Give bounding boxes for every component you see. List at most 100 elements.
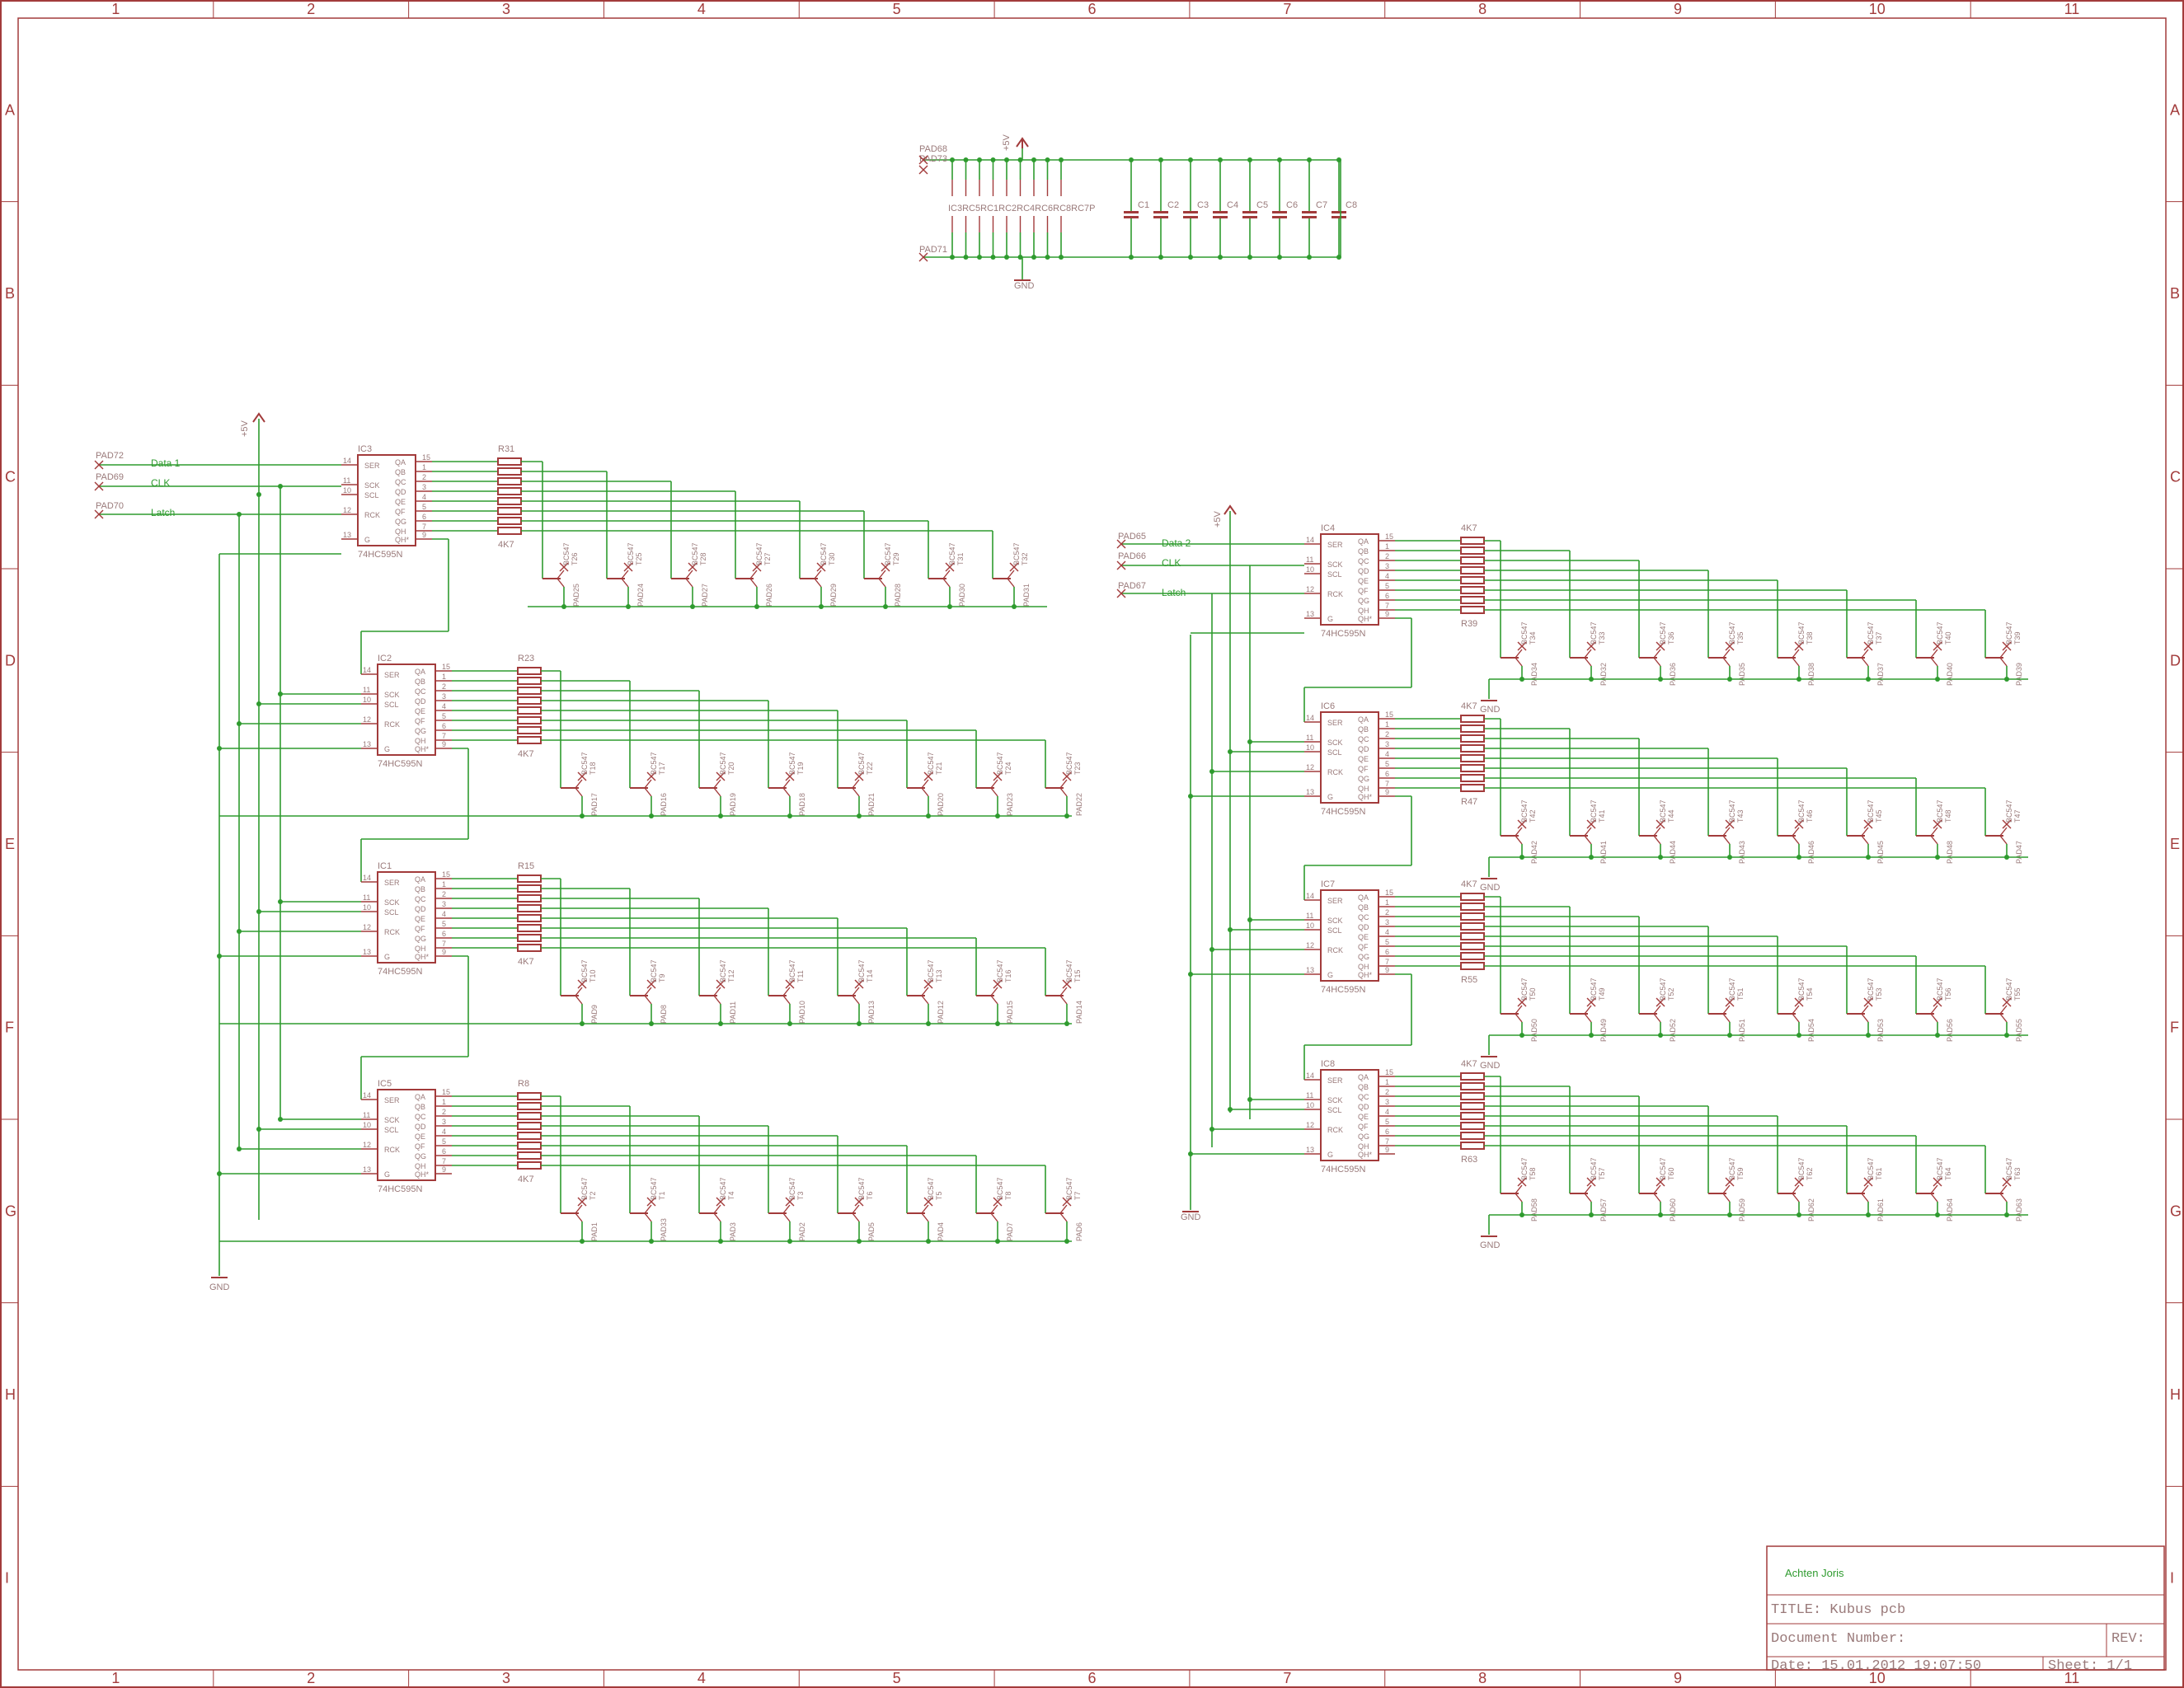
pad-cross: [1116, 539, 1126, 549]
transistor-pad-cross: [1933, 997, 1942, 1007]
junction-dot: [1004, 157, 1009, 162]
author-text: Achten Joris: [1785, 1567, 1844, 1579]
transistor-emitter: [852, 1212, 860, 1222]
chip-pin-number: 4: [442, 702, 446, 710]
transistor-part-label: BC547: [1065, 1177, 1073, 1200]
transistor-emitter: [990, 995, 998, 1005]
junction-dot: [1307, 255, 1312, 260]
chip-pin-name: RCK: [364, 511, 380, 519]
chip-pin-name: QG: [1358, 597, 1369, 605]
transistor-ref-T25: T25: [635, 552, 643, 565]
capacitor-plate: [1302, 216, 1317, 218]
chip-pin-name: SCL: [384, 908, 399, 917]
transistor-pad-cross: [1933, 819, 1942, 829]
resistor: [1460, 596, 1485, 604]
zone-row-D: D: [5, 652, 16, 668]
junction-dot: [963, 255, 969, 260]
transistor-part-label: BC547: [1797, 978, 1806, 1001]
transistor-emitter: [921, 995, 929, 1005]
resistor: [1460, 912, 1485, 921]
resistor: [517, 1092, 542, 1100]
transistor-collector: [1007, 570, 1015, 579]
resistor-ref-top: R31: [498, 444, 514, 454]
transistor-emitter: [852, 787, 860, 797]
zone-col-1: 1: [111, 1, 120, 17]
pad-label-PAD16: PAD16: [660, 793, 668, 816]
resistor-ref-top: 4K7: [1461, 879, 1477, 889]
chip-pin-number: 3: [422, 483, 426, 491]
pad-label-PAD1: PAD1: [590, 1222, 599, 1241]
transistor-part-label: BC547: [1065, 959, 1073, 982]
transistor-ref-T51: T51: [1736, 987, 1745, 1001]
transistor-ref-T13: T13: [935, 969, 943, 982]
pad-label-PAD40: PAD40: [1946, 663, 1954, 686]
transistor-pad-cross: [1586, 1177, 1596, 1187]
transistor-part-label: BC547: [927, 959, 935, 982]
transistor-emitter: [713, 1212, 721, 1222]
transistor-part-label: BC547: [1728, 621, 1736, 645]
right-gnd-label: GND: [1181, 1212, 1201, 1222]
right-driver-block-IC4: IC474HC595NSER14SCK11SCL10RCK12G13QA15QB…: [1303, 523, 2028, 722]
transistor-emitter: [749, 578, 758, 588]
pad-label-PAD64: PAD64: [1946, 1198, 1954, 1221]
chip-pin-number: 11: [363, 893, 370, 902]
capacitor-plate: [1213, 216, 1228, 218]
left-driver-blocks: IC374HC595NSER14SCK11SCL10RCK12G13QA15QB…: [94, 412, 1083, 1278]
chip-pin-number: 10: [363, 1121, 371, 1129]
transistor-emitter: [1059, 1212, 1068, 1222]
resistor: [1460, 784, 1485, 792]
chip-pin-name: QG: [1358, 775, 1369, 783]
transistor-collector: [1722, 1005, 1731, 1015]
transistor-pad-cross: [1656, 997, 1665, 1007]
junction-dot: [1059, 255, 1064, 260]
pad-label-PAD4: PAD4: [937, 1222, 945, 1241]
transistor-ref-T40: T40: [1944, 631, 1952, 645]
transistor-collector: [1722, 1184, 1731, 1194]
transistor-ref-T57: T57: [1598, 1167, 1606, 1180]
junction-dot: [1277, 255, 1282, 260]
resistor: [517, 736, 542, 744]
transistor-collector: [1930, 827, 1938, 837]
capacitor-label-C5: C5: [1256, 200, 1268, 210]
transistor-collector: [1930, 1184, 1938, 1194]
title-block: Achten Joris TITLE: Kubus pcb Document N…: [1766, 1545, 2165, 1674]
right-driver-block-IC7: IC774HC595NSER14SCK11SCL10RCK12G13QA15QB…: [1303, 879, 2028, 1080]
transistor-pad-cross: [716, 771, 726, 781]
resistor: [497, 507, 522, 515]
resistor: [1460, 1122, 1485, 1130]
left-driver-block-IC2: IC274HC595NSER14SCK11SCL10RCK12G13QA15QB…: [219, 654, 1083, 882]
pad-cross: [94, 509, 104, 519]
transistor-collector: [749, 570, 758, 579]
transistor-collector: [621, 570, 629, 579]
transistor-emitter: [1861, 1013, 1869, 1023]
right-driver-block-IC8: IC874HC595NSER14SCK11SCL10RCK12G13QA15QB…: [1304, 1059, 2028, 1221]
resistor: [497, 517, 522, 525]
transistor-pad-cross: [1863, 1177, 1873, 1187]
resistor: [1460, 1072, 1485, 1081]
transistor-ref-T12: T12: [727, 969, 735, 982]
pad-label-PAD33: PAD33: [660, 1218, 668, 1241]
transistor-collector: [1722, 649, 1731, 659]
chip-pin-number: 12: [363, 923, 371, 931]
transistor-collector: [942, 570, 951, 579]
transistor-ref-T60: T60: [1667, 1167, 1675, 1180]
chip-pin-number: 13: [1306, 788, 1314, 796]
resistor: [517, 894, 542, 903]
transistor-collector: [1999, 649, 2008, 659]
transistor-ref-T59: T59: [1736, 1167, 1745, 1180]
transistor-part-label: BC547: [1867, 621, 1875, 645]
chip-pin-name: QH*: [1358, 1151, 1373, 1159]
transistor-part-label: BC547: [1936, 799, 1944, 823]
transistor-ref-T33: T33: [1598, 631, 1606, 645]
transistor-pad-cross: [1656, 819, 1665, 829]
chip-body: [377, 1089, 436, 1181]
zone-row-right-B: B: [2170, 285, 2180, 302]
chip-pin-number: 6: [1385, 770, 1389, 778]
resistor: [517, 934, 542, 942]
pad-label-PAD62: PAD62: [1807, 1198, 1815, 1221]
pad-cross: [94, 460, 104, 470]
transistor-part-label: BC547: [820, 542, 828, 565]
pad-label-PAD6: PAD6: [1075, 1222, 1083, 1241]
junction-dot: [1017, 255, 1023, 260]
transistor-emitter: [1584, 657, 1592, 667]
